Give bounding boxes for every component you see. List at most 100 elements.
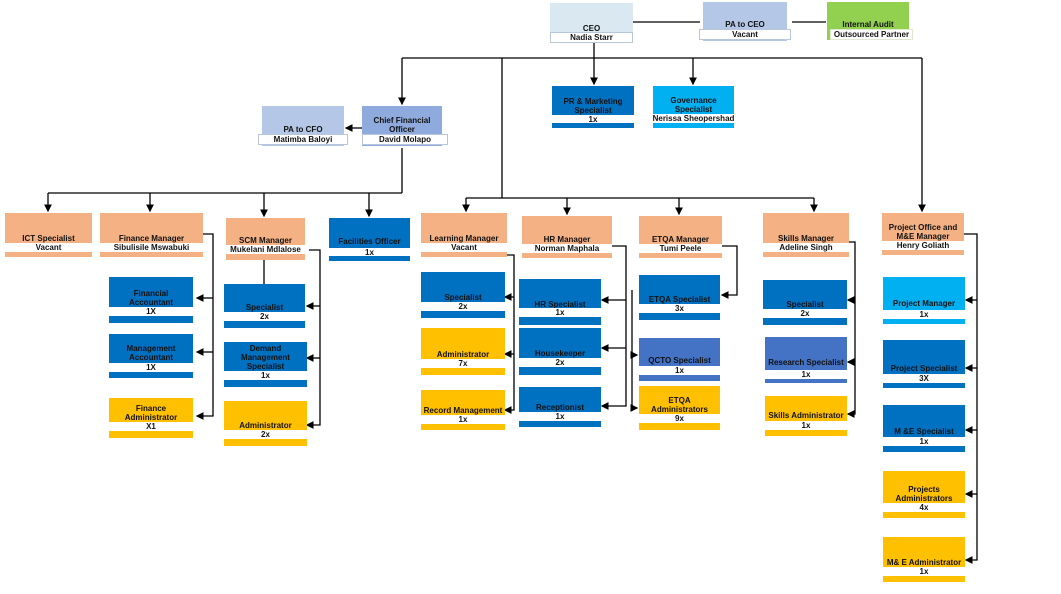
learning-specialist-box[interactable]: Specialist 2x [421, 272, 505, 318]
projects-administrators-title: Projects Administrators [895, 485, 953, 503]
finance-manager-box[interactable]: Finance Manager Sibulisile Mswabuki [100, 213, 203, 257]
qcto-specialist-box[interactable]: QCTO Specialist 1x [639, 338, 720, 381]
me-specialist-box[interactable]: M &E Specialist 1x [883, 405, 965, 452]
receptionist-box[interactable]: Receptionist 1x [519, 387, 601, 427]
demand-management-specialist-count: 1x [224, 371, 307, 380]
qcto-specialist-count: 1x [639, 366, 720, 375]
demand-management-specialist-box[interactable]: Demand Management Specialist 1x [224, 342, 307, 387]
finance-manager-name: Sibulisile Mswabuki [100, 243, 203, 252]
skills-administrator-title: Skills Administrator [768, 411, 844, 420]
scm-administrator-title: Administrator [239, 421, 292, 430]
governance-specialist-box[interactable]: Governance Specialist Nerissa Sheopersha… [650, 86, 737, 128]
project-manager-box[interactable]: Project Manager 1x [883, 277, 965, 324]
financial-accountant-title: Financial Accountant [129, 289, 173, 307]
scm-specialist-title: Specialist [245, 303, 284, 312]
internal-audit-box[interactable]: Internal Audit Outsourced Partner [827, 2, 913, 40]
project-specialist-count: 3X [883, 374, 965, 383]
financial-accountant-box[interactable]: Financial Accountant 1X [109, 277, 193, 323]
management-accountant-title: Management Accountant [126, 344, 176, 362]
facilities-officer-title: Facilities Officer [338, 237, 401, 246]
finance-manager-title: Finance Manager [118, 234, 185, 243]
skills-administrator-box[interactable]: Skills Administrator 1x [765, 396, 847, 436]
skills-specialist-box[interactable]: Specialist 2x [763, 280, 847, 325]
pa-cfo-title: PA to CFO [283, 125, 323, 134]
scm-specialist-count: 2x [224, 312, 305, 321]
pa-ceo-box[interactable]: PA to CEO Vacant [699, 2, 791, 41]
finance-administrator-box[interactable]: Finance Administrator X1 [109, 398, 193, 438]
record-management-box[interactable]: Record Management 1x [421, 390, 505, 430]
housekeeper-count: 2x [519, 358, 601, 367]
hr-manager-title: HR Manager [543, 235, 591, 244]
governance-specialist-title: Governance Specialist [670, 96, 717, 114]
facilities-officer-count: 1x [326, 248, 413, 257]
scm-specialist-box[interactable]: Specialist 2x [224, 284, 305, 328]
research-specialist-count: 1x [765, 370, 847, 379]
scm-manager-title: SCM Manager [239, 236, 292, 245]
pr-marketing-count: 1x [548, 115, 638, 124]
pa-cfo-box[interactable]: PA to CFO Matimba Baloyi [258, 106, 348, 146]
projects-administrators-count: 4x [883, 503, 965, 512]
hr-specialist-title: HR Specialist [534, 300, 586, 309]
learning-administrator-box[interactable]: Administrator 7x [421, 328, 505, 375]
skills-administrator-count: 1x [765, 421, 847, 430]
ceo-box[interactable]: CEO Nadia Starr [550, 3, 633, 43]
pa-cfo-name: Matimba Baloyi [258, 134, 348, 145]
pr-marketing-title: PR & Marketing Specialist [563, 96, 623, 115]
learning-specialist-title: Specialist [444, 293, 482, 302]
facilities-officer-box[interactable]: Facilities Officer 1x [326, 218, 413, 261]
qcto-specialist-title: QCTO Specialist [648, 356, 711, 365]
cfo-title: Chief Financial Officer [373, 116, 431, 134]
project-specialist-box[interactable]: Project Specialist 3X [883, 340, 965, 388]
etqa-manager-title: ETQA Manager [651, 235, 710, 244]
scm-manager-box[interactable]: SCM Manager Mukelani Mdlalose [222, 218, 309, 260]
pr-marketing-box[interactable]: PR & Marketing Specialist 1x [548, 86, 638, 128]
housekeeper-title: Housekeeper [534, 349, 586, 358]
hr-manager-name: Norman Maphala [522, 244, 612, 253]
hr-specialist-box[interactable]: HR Specialist 1x [519, 279, 601, 325]
project-office-manager-title: Project Office and M&E Manager [888, 223, 958, 241]
learning-manager-name: Vacant [421, 243, 507, 252]
cfo-name: David Molapo [362, 134, 448, 145]
ict-specialist-name: Vacant [5, 243, 92, 252]
skills-manager-name: Adeline Singh [763, 243, 849, 252]
learning-specialist-count: 2x [421, 302, 505, 311]
internal-audit-title: Internal Audit [842, 20, 894, 29]
scm-manager-name: Mukelani Mdlalose [222, 245, 309, 254]
hr-specialist-count: 1x [519, 308, 601, 317]
scm-administrator-count: 2x [224, 430, 307, 439]
skills-specialist-count: 2x [763, 309, 847, 318]
ict-specialist-box[interactable]: ICT Specialist Vacant [5, 213, 92, 257]
management-accountant-box[interactable]: Management Accountant 1X [109, 334, 193, 378]
cfo-box[interactable]: Chief Financial Officer David Molapo [362, 106, 448, 146]
projects-administrators-box[interactable]: Projects Administrators 4x [883, 471, 965, 518]
etqa-specialist-title: ETQA Specialist [648, 295, 711, 304]
etqa-administrators-count: 9x [639, 414, 720, 423]
research-specialist-box[interactable]: Research Specialist 1x [765, 337, 847, 383]
etqa-administrators-box[interactable]: ETQA Administrators 9x [639, 386, 720, 430]
housekeeper-box[interactable]: Housekeeper 2x [519, 328, 601, 375]
skills-specialist-title: Specialist [786, 300, 824, 309]
etqa-specialist-count: 3x [639, 304, 720, 313]
connector-lines [44, 21, 978, 564]
record-management-count: 1x [421, 415, 505, 424]
learning-manager-title: Learning Manager [429, 234, 499, 243]
learning-administrator-title: Administrator [436, 350, 490, 359]
receptionist-title: Receptionist [535, 403, 584, 412]
scm-administrator-box[interactable]: Administrator 2x [224, 401, 307, 446]
skills-manager-box[interactable]: Skills Manager Adeline Singh [763, 213, 849, 257]
me-administrator-box[interactable]: M& E Administrator 1x [883, 537, 965, 582]
management-accountant-count: 1X [109, 363, 193, 372]
receptionist-count: 1x [519, 412, 601, 421]
record-management-title: Record Management [423, 406, 503, 415]
etqa-specialist-box[interactable]: ETQA Specialist 3x [639, 275, 720, 320]
project-office-manager-box[interactable]: Project Office and M&E Manager Henry Gol… [882, 213, 964, 255]
learning-manager-box[interactable]: Learning Manager Vacant [421, 213, 507, 257]
me-specialist-count: 1x [883, 437, 965, 446]
etqa-manager-box[interactable]: ETQA Manager Tumi Peele [639, 216, 722, 258]
finance-administrator-count: X1 [109, 422, 193, 431]
project-manager-count: 1x [883, 310, 965, 319]
project-specialist-title: Project Specialist [890, 364, 958, 373]
learning-administrator-count: 7x [421, 359, 505, 368]
internal-audit-name: Outsourced Partner [830, 29, 913, 40]
hr-manager-box[interactable]: HR Manager Norman Maphala [522, 216, 612, 258]
